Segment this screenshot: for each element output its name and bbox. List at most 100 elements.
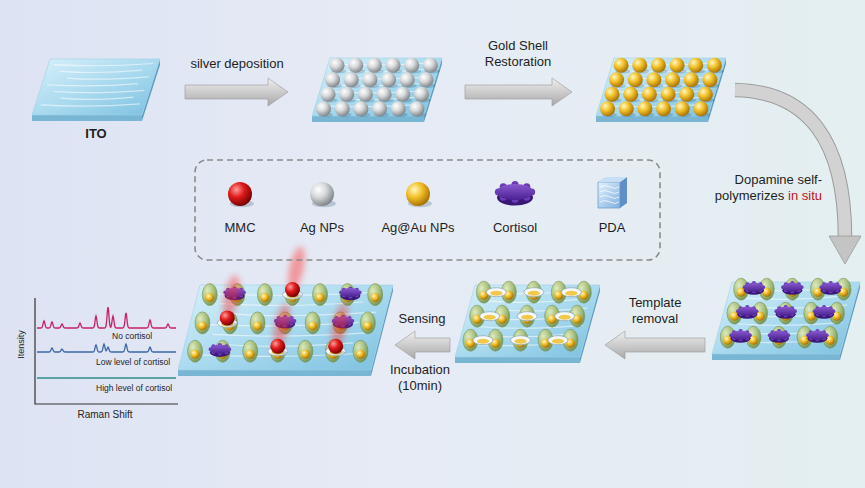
gold-shell-nanoparticle xyxy=(693,101,708,116)
step-label: No cortisol xyxy=(112,331,182,341)
imprint-cavity xyxy=(473,336,493,345)
spectrum-line xyxy=(37,344,176,352)
gold-shell-nanoparticle xyxy=(675,101,690,116)
gold-shell-nanoparticle xyxy=(670,58,685,73)
silver-nanoparticle xyxy=(400,72,415,87)
cortisol-molecule xyxy=(497,184,533,200)
gold-shell-nanoparticle xyxy=(651,58,666,73)
gold-shell-nanoparticle xyxy=(642,87,657,102)
cavity-floor xyxy=(552,339,564,344)
silver-icon xyxy=(310,182,334,206)
substrate xyxy=(596,58,726,122)
slab-front xyxy=(712,354,840,360)
pda-coated-particle xyxy=(313,284,328,306)
step-label: silver deposition xyxy=(172,56,302,72)
pda-coated-particle xyxy=(188,340,203,362)
gold-shell-nanoparticle xyxy=(679,87,694,102)
gold-core xyxy=(191,350,200,359)
gold-shell-nanoparticle xyxy=(632,58,647,73)
pda-coated-particle xyxy=(526,281,541,303)
slab-top xyxy=(178,285,393,370)
cortisol-molecule xyxy=(807,331,827,340)
slab-top xyxy=(32,59,160,115)
gold-core xyxy=(301,350,310,359)
substrate-label: ITO xyxy=(28,56,164,141)
slab-front xyxy=(455,357,580,363)
gold-shell-nanoparticle xyxy=(665,72,680,87)
slab-top xyxy=(596,58,726,116)
silver-nanoparticle xyxy=(395,87,410,102)
slab-front xyxy=(312,116,424,122)
silver-nanoparticle xyxy=(367,58,382,73)
gold-shell-nanoparticle xyxy=(646,72,661,87)
silver-nanoparticle xyxy=(353,101,368,116)
step-label: Raman Shift xyxy=(60,409,150,421)
gold-icon xyxy=(406,182,430,206)
mmc-probe xyxy=(220,310,235,325)
gold-shell-nanoparticle xyxy=(702,72,717,87)
pda-coated-particle xyxy=(257,284,272,306)
cavity-floor xyxy=(515,339,527,344)
pda-texture xyxy=(600,201,619,204)
sensing-substrate xyxy=(178,246,393,376)
cortisol-molecule xyxy=(744,283,764,292)
gold-shell-nanoparticle xyxy=(628,72,643,87)
cortisol-molecule xyxy=(776,307,796,316)
cortisol-molecule xyxy=(210,345,230,354)
gold-shell-nanoparticle xyxy=(609,72,624,87)
gold-shell-nanoparticle xyxy=(600,101,615,116)
silver-nanoparticle xyxy=(362,72,377,87)
pda-coated-particle xyxy=(298,340,313,362)
gold-shell-nanoparticle xyxy=(656,101,671,116)
cavity-floor xyxy=(521,315,533,320)
pda-coated-particle xyxy=(195,312,210,334)
pda-coated-particle xyxy=(305,312,320,334)
slab-top xyxy=(312,58,442,116)
pda-coated-particle xyxy=(250,312,265,334)
silver-nanoparticle xyxy=(418,72,433,87)
process-arrow xyxy=(605,331,705,359)
pda-texture xyxy=(600,191,619,194)
pda-coated-particle xyxy=(513,329,528,351)
gold-core xyxy=(246,350,255,359)
mmc-probe xyxy=(328,339,343,354)
mmc-probe xyxy=(285,282,300,297)
step-label: Sensing xyxy=(382,311,462,327)
silver-nanoparticle xyxy=(344,72,359,87)
water-ripple xyxy=(60,70,142,72)
process-arrow xyxy=(395,331,450,359)
gold-core xyxy=(198,321,207,330)
pda-texture xyxy=(600,196,619,199)
step-label: High level of cortisol xyxy=(96,383,196,393)
process-arrow xyxy=(185,78,288,106)
step-label: Low level of cortisol xyxy=(96,357,196,367)
imprinted-substrate xyxy=(712,278,860,360)
gold-shell-nanoparticle xyxy=(623,87,638,102)
silver-nanoparticle xyxy=(372,101,387,116)
pda-icon-top xyxy=(598,177,627,182)
silver-nanoparticle xyxy=(377,87,392,102)
gold-shell-nanoparticle xyxy=(698,87,713,102)
silver-nanoparticle xyxy=(358,87,373,102)
step-label: Itensity xyxy=(16,322,27,366)
silver-nanoparticle xyxy=(391,101,406,116)
curved-arrow-head xyxy=(829,236,861,264)
silver-nanoparticle xyxy=(339,87,354,102)
step-label: Incubation (10min) xyxy=(374,362,466,393)
silver-nanoparticle xyxy=(381,72,396,87)
step-label: in situ xyxy=(788,188,822,203)
cortisol-molecule xyxy=(737,307,757,316)
pda-coated-particle xyxy=(243,340,258,362)
silver-nanoparticle xyxy=(409,101,424,116)
legend-label: PDA xyxy=(557,220,667,236)
silver-nanoparticle xyxy=(316,101,331,116)
gold-shell-nanoparticle xyxy=(619,101,634,116)
gold-core xyxy=(356,350,365,359)
legend-icons xyxy=(228,177,627,208)
pda-icon-side xyxy=(620,177,627,208)
cortisol-molecule xyxy=(731,331,751,340)
silver-nanoparticle xyxy=(386,58,401,73)
silver-nanoparticle xyxy=(335,101,350,116)
imprint-cavity xyxy=(486,288,506,297)
legend-label: Cortisol xyxy=(460,220,570,236)
